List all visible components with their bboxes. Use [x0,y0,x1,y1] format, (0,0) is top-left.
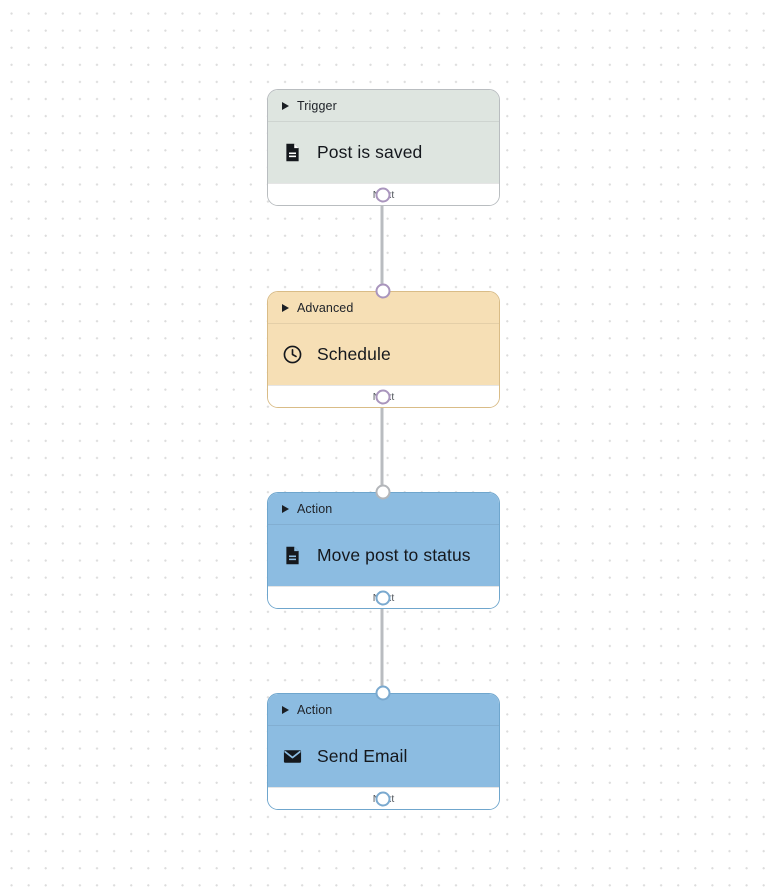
document-icon [282,545,303,566]
node-category-label: Trigger [297,98,337,113]
node-category-label: Action [297,501,333,516]
workflow-node-action-send-email[interactable]: Action Send Email Next [267,693,500,810]
document-icon [282,142,303,163]
workflow-node-advanced-schedule[interactable]: Advanced Schedule Next [267,291,500,408]
port-in-action-move-post[interactable] [375,484,391,500]
node-title: Move post to status [317,545,471,565]
chevron-right-icon[interactable] [282,504,289,513]
node-title: Schedule [317,344,391,364]
node-category-label: Action [297,702,333,717]
node-category-label: Advanced [297,300,354,315]
port-out-action-send-email[interactable] [375,791,391,807]
node-body-action-send-email[interactable]: Send Email [268,725,499,787]
port-in-action-send-email[interactable] [375,685,391,701]
chevron-right-icon[interactable] [282,303,289,312]
port-out-action-move-post[interactable] [375,590,391,606]
port-out-advanced[interactable] [375,389,391,405]
clock-icon [282,344,303,365]
node-body-action-move-post[interactable]: Move post to status [268,524,499,586]
chevron-right-icon[interactable] [282,101,289,110]
port-in-advanced[interactable] [375,283,391,299]
port-out-trigger[interactable] [375,187,391,203]
node-body-advanced[interactable]: Schedule [268,323,499,385]
envelope-icon [282,746,303,767]
edge-action-1-to-action-2 [380,598,384,693]
node-header-trigger[interactable]: Trigger [268,90,499,121]
edge-trigger-to-advanced [380,195,384,291]
node-title: Post is saved [317,142,423,162]
node-body-trigger[interactable]: Post is saved [268,121,499,183]
edge-advanced-to-action-1 [380,397,384,492]
node-title: Send Email [317,746,408,766]
chevron-right-icon[interactable] [282,705,289,714]
